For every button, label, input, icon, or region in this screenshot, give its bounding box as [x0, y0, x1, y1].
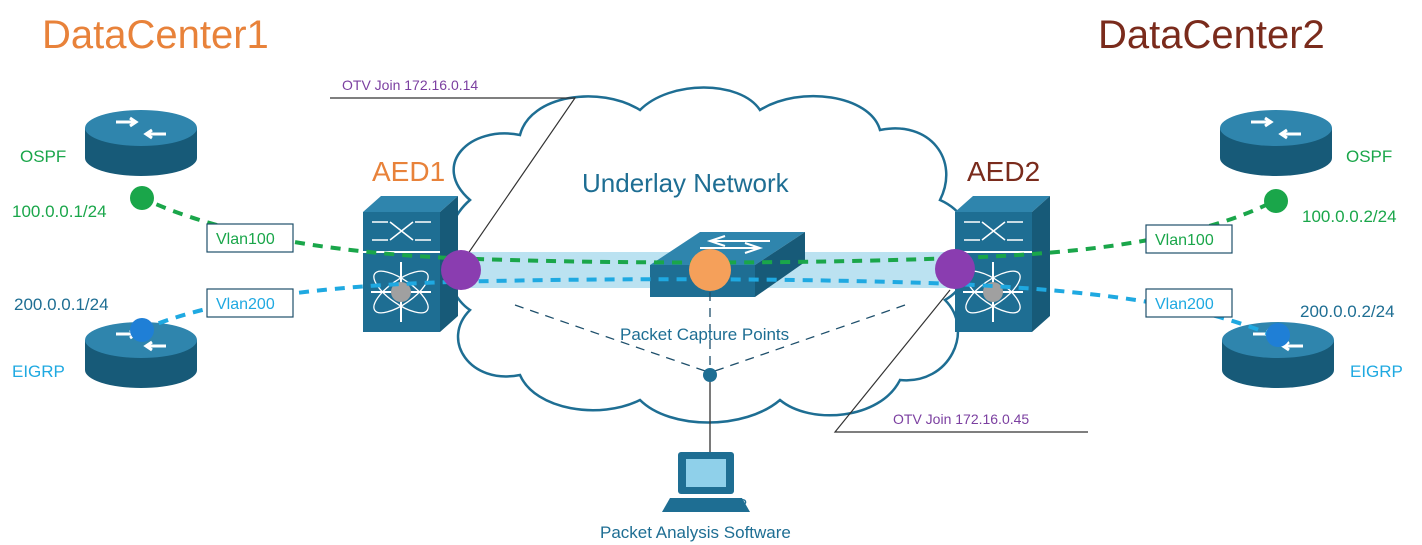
router-icon: [85, 110, 197, 176]
right-eigrp-ip: 200.0.0.2/24: [1300, 302, 1395, 321]
capture-point-node: [689, 249, 731, 291]
svg-text:?: ?: [738, 497, 747, 514]
packet-analysis-software-label: Packet Analysis Software: [600, 523, 791, 542]
vlan200-right-label: Vlan200: [1155, 296, 1214, 313]
right-ospf-node: [1264, 189, 1288, 213]
packet-capture-points-label: Packet Capture Points: [620, 325, 789, 344]
otv-left-interface: [441, 250, 481, 290]
otv-right-callout-line: [833, 289, 1088, 433]
capture-hub-node: [703, 368, 717, 382]
router-icon: [85, 322, 197, 388]
left-eigrp-label: EIGRP: [12, 362, 65, 381]
underlay-network-label: Underlay Network: [582, 168, 790, 198]
right-eigrp-label: EIGRP: [1350, 362, 1403, 381]
nexus-switch-icon: [363, 196, 458, 332]
vlan200-box-right: [1145, 288, 1233, 318]
datacenter2-title: DataCenter2: [1098, 13, 1325, 57]
right-ospf-label: OSPF: [1346, 147, 1392, 166]
right-eigrp-node: [1266, 323, 1290, 347]
vlan100-left-label: Vlan100: [216, 231, 275, 248]
datacenter1-title: DataCenter1: [42, 13, 269, 57]
left-ospf-label: OSPF: [20, 147, 66, 166]
router-icon: [1220, 110, 1332, 176]
otv-left-callout-line: [330, 97, 577, 259]
vlan200-left-label: Vlan200: [216, 296, 275, 313]
right-ospf-ip: 100.0.0.2/24: [1302, 207, 1397, 226]
otv-join-left-label: OTV Join 172.16.0.14: [342, 77, 478, 93]
vlan200-box-left: [206, 288, 294, 318]
left-eigrp-node: [130, 318, 154, 342]
workstation-icon: ?: [662, 452, 750, 514]
left-eigrp-ip: 200.0.0.1/24: [14, 295, 109, 314]
vlan100-box-right: [1145, 224, 1233, 254]
capture-lines: [514, 292, 906, 373]
aed2-label: AED2: [967, 156, 1040, 187]
aed1-label: AED1: [372, 156, 445, 187]
vlan100-right-label: Vlan100: [1155, 232, 1214, 249]
otv-join-right-label: OTV Join 172.16.0.45: [893, 411, 1029, 427]
left-ospf-node: [130, 186, 154, 210]
nexus-switch-icon: [955, 196, 1050, 332]
otv-right-interface: [935, 249, 975, 289]
router-icon: [1222, 322, 1334, 388]
left-ospf-ip: 100.0.0.1/24: [12, 202, 107, 221]
vlan100-box-left: [206, 223, 294, 253]
